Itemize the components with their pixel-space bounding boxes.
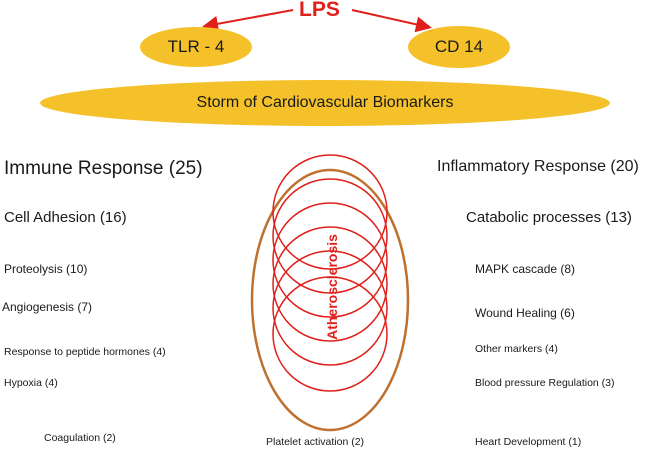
- inflammatory-response-label: Inflammatory Response (20): [437, 158, 639, 175]
- wound-healing-label: Wound Healing (6): [475, 306, 575, 320]
- platelet-activation-label: Platelet activation (2): [266, 436, 365, 448]
- arrow-to-cd14: [351, 9, 432, 33]
- plaque-circle: [272, 202, 388, 318]
- plaque-circle: [272, 250, 388, 366]
- arrow-to-tlr4: [202, 9, 294, 32]
- plaque-circle: [272, 154, 388, 270]
- proteolysis-label: Proteolysis (10): [4, 262, 88, 276]
- plaque-circle: [272, 226, 388, 342]
- storm-label: Storm of Cardiovascular Biomarkers: [196, 94, 454, 111]
- peptide-hormones-label: Response to peptide hormones (4): [4, 346, 166, 358]
- tlr4-label: TLR - 4: [167, 37, 225, 56]
- cd14-label: CD 14: [434, 37, 484, 56]
- storm-banner: Storm of Cardiovascular Biomarkers: [40, 80, 610, 126]
- plaque-circle: [272, 178, 388, 294]
- cell-adhesion-label: Cell Adhesion (16): [4, 209, 127, 226]
- mapk-cascade-label: MAPK cascade (8): [475, 262, 576, 276]
- hypoxia-label: Hypoxia (4): [4, 377, 58, 389]
- immune-response-label: Immune Response (25): [4, 158, 203, 179]
- tlr4-node: TLR - 4: [140, 27, 252, 67]
- heart-development-label: Heart Development (1): [475, 436, 582, 448]
- catabolic-processes-label: Catabolic processes (13): [466, 209, 632, 226]
- atherosclerosis-oval: [250, 168, 410, 432]
- plaque-circle: [272, 276, 388, 392]
- lps-label: LPS: [299, 0, 340, 21]
- atherosclerosis-label: Atherosclerosis: [324, 234, 340, 340]
- cd14-node: CD 14: [408, 26, 510, 68]
- coagulation-label: Coagulation (2): [44, 432, 116, 444]
- angiogenesis-label: Angiogenesis (7): [2, 300, 93, 314]
- other-markers-label: Other markers (4): [475, 343, 558, 355]
- blood-pressure-label: Blood pressure Regulation (3): [475, 377, 615, 389]
